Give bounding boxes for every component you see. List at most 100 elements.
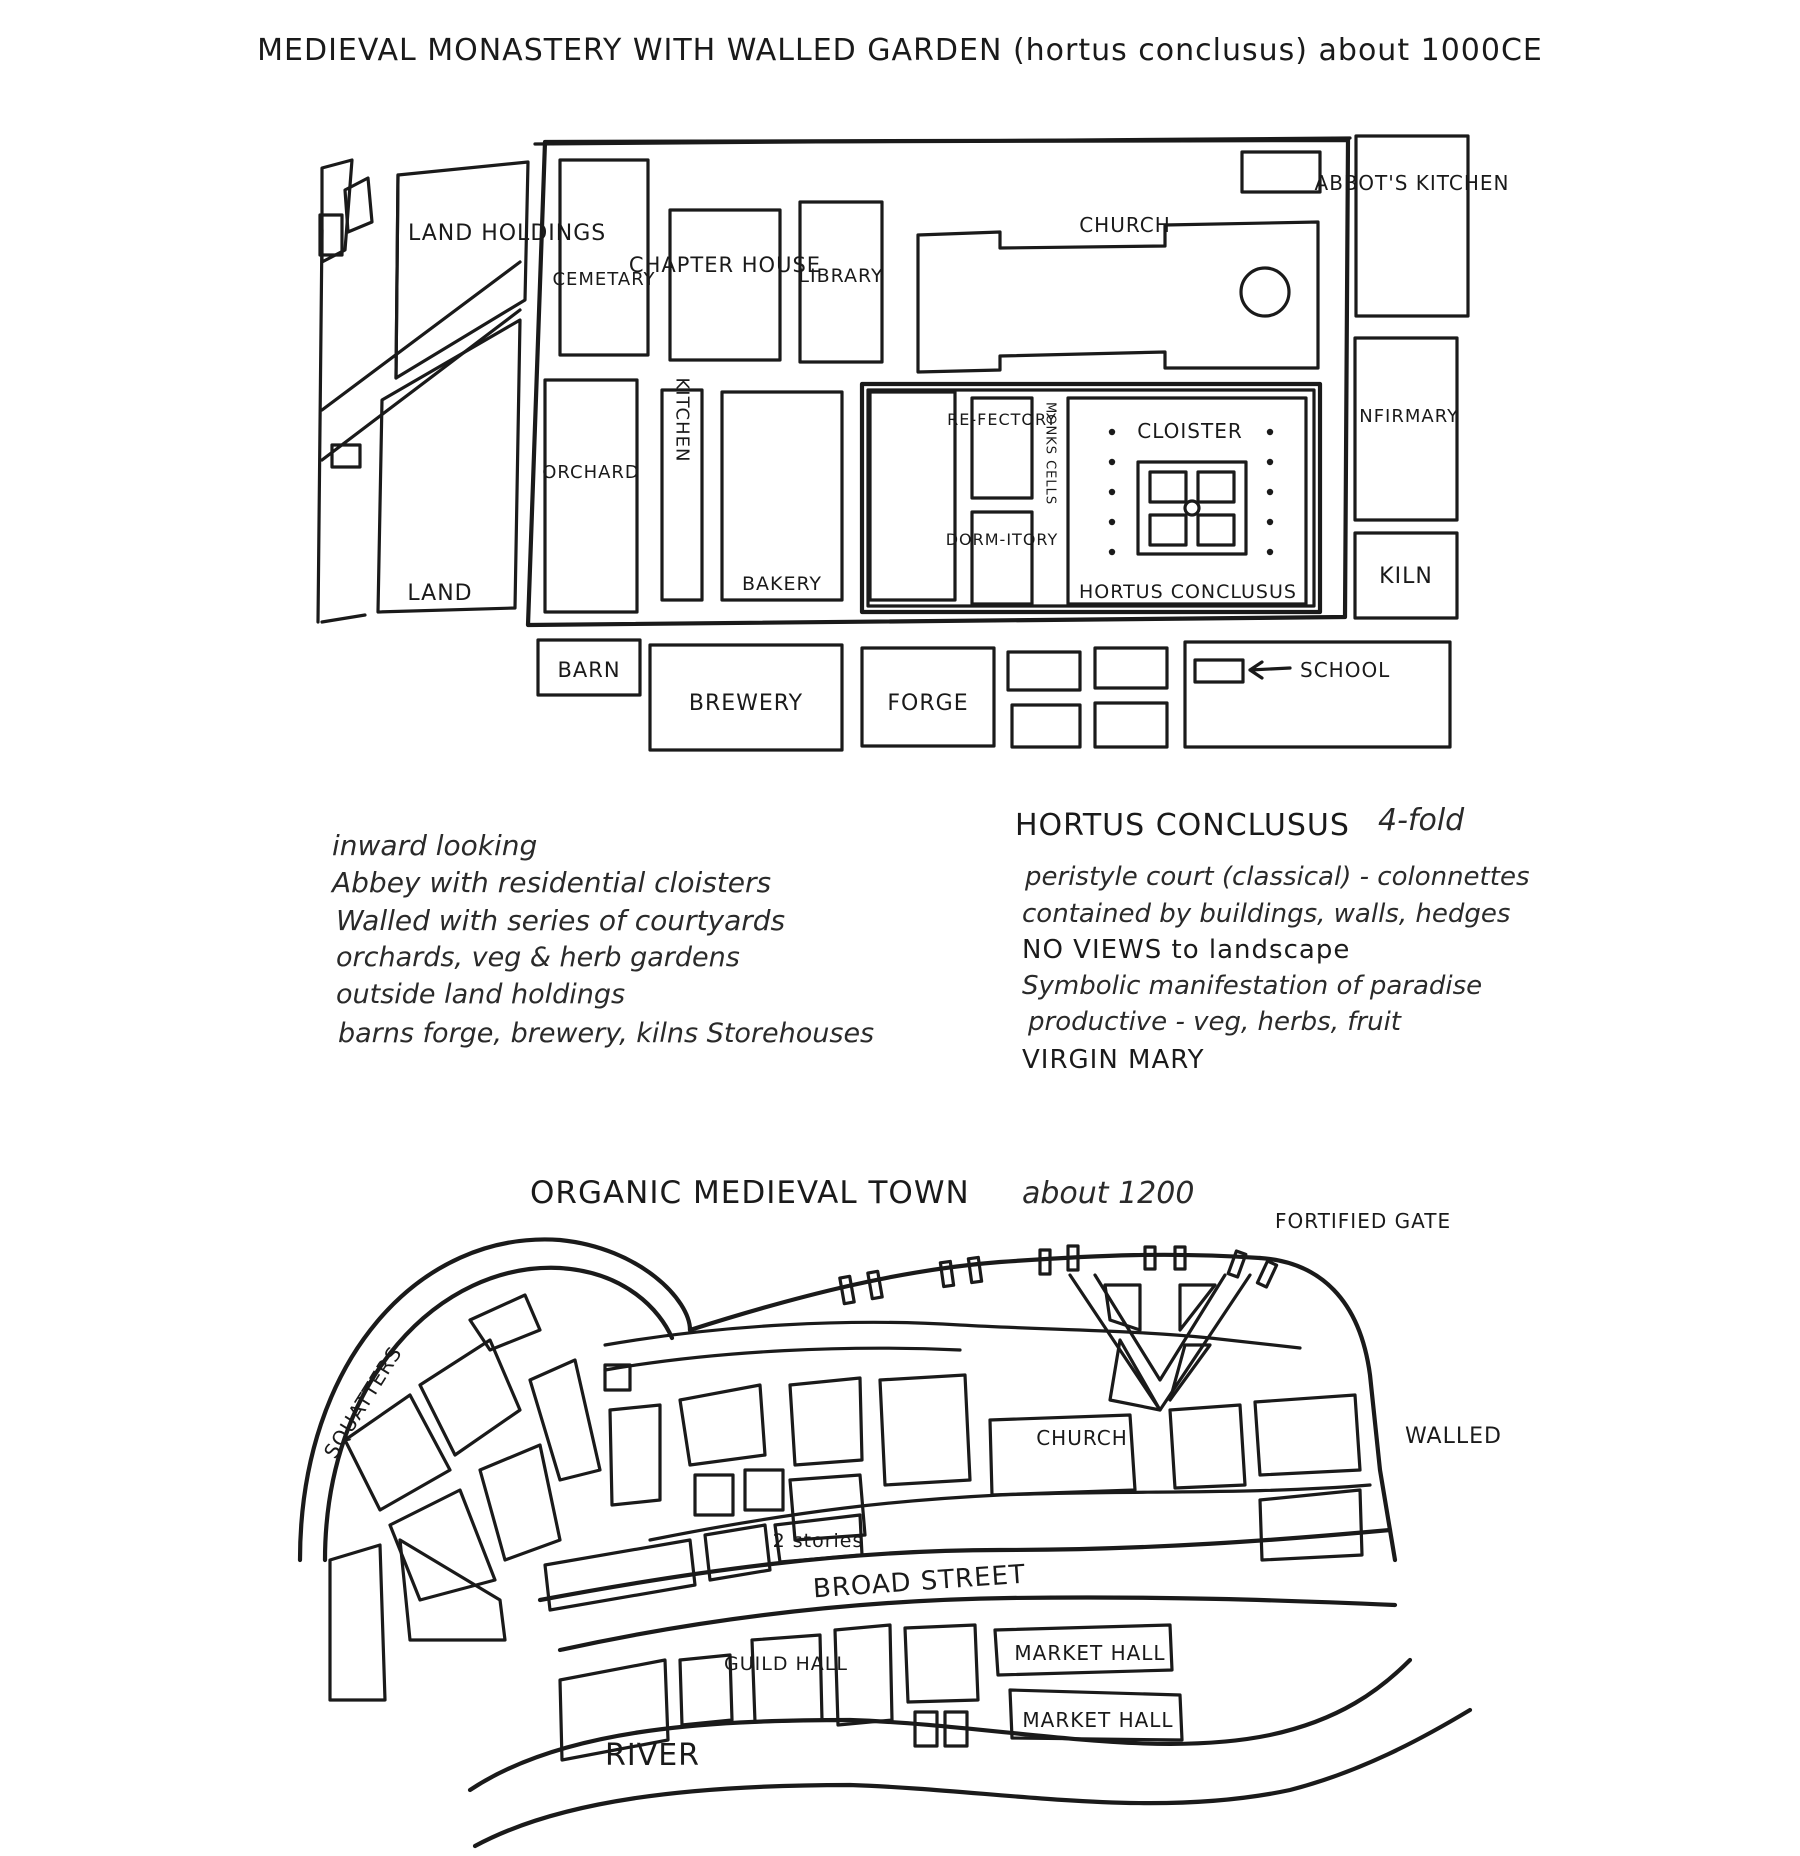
land-road-diagonal-1 bbox=[320, 260, 522, 412]
note-right-heading: HORTUS CONCLUSUS bbox=[1015, 808, 1350, 843]
town-block-b bbox=[678, 1383, 767, 1467]
broad-street-south-edge bbox=[557, 1595, 1398, 1653]
note-left-1: inward looking bbox=[332, 829, 537, 862]
note-right-3: NO VIEWS to landscape bbox=[1022, 935, 1350, 965]
note-right-heading-note: 4-fold bbox=[1378, 803, 1465, 838]
land-block bbox=[376, 318, 522, 614]
outbuilding-3 bbox=[1010, 703, 1082, 749]
note-left-2: Abbey with residential cloisters bbox=[330, 866, 771, 899]
land-boundary-left bbox=[316, 228, 324, 624]
river-south-bank bbox=[472, 1707, 1473, 1849]
squatters-block-4 bbox=[328, 1543, 387, 1702]
cloister-west-range bbox=[868, 390, 957, 602]
fortified-gate-label: FORTIFIED GATE bbox=[1275, 1209, 1451, 1233]
dormitory-label: DORM-ITORY bbox=[946, 530, 1059, 549]
squatters-block-2 bbox=[418, 1338, 522, 1457]
squatters-block-1 bbox=[343, 1393, 452, 1512]
town-wall-north bbox=[687, 1252, 1263, 1333]
notes-left: inward looking Abbey with residential cl… bbox=[330, 829, 874, 1049]
town-block-f bbox=[1253, 1393, 1362, 1477]
note-right-1: peristyle court (classical) - colonnette… bbox=[1024, 862, 1530, 892]
two-stories-block bbox=[773, 1513, 864, 1564]
orchard-label: ORCHARD bbox=[542, 462, 640, 483]
cemetary-label: CEMETARY bbox=[552, 269, 655, 290]
town-block-a bbox=[608, 1403, 662, 1507]
kitchen-label: KITCHEN bbox=[672, 378, 693, 463]
kiln-building bbox=[1353, 531, 1459, 620]
land-holdings-label: LAND HOLDINGS bbox=[408, 221, 606, 246]
infirmary-label: INFIRMARY bbox=[1353, 406, 1459, 427]
town-title: ORGANIC MEDIEVAL TOWN bbox=[530, 1175, 970, 1211]
abbots-kitchen-label: ABBOT'S KITCHEN bbox=[1315, 171, 1510, 195]
town-wall-west-arc bbox=[297, 1237, 693, 1563]
market-hall-2-label: MARKET HALL bbox=[1022, 1708, 1173, 1732]
cloister-enclosure-wall bbox=[859, 381, 1323, 615]
dormitory-building bbox=[970, 510, 1034, 606]
town-church-block bbox=[988, 1413, 1137, 1497]
note-left-5: outside land holdings bbox=[336, 979, 625, 1010]
town-wall-east-arc bbox=[1257, 1255, 1398, 1563]
kiln-label: KILN bbox=[1379, 564, 1433, 589]
barn-building bbox=[536, 638, 642, 697]
bakery-label: BAKERY bbox=[742, 573, 822, 595]
cloister-court bbox=[1066, 396, 1308, 606]
river-label: RIVER bbox=[605, 1738, 700, 1773]
note-left-4: orchards, veg & herb gardens bbox=[336, 942, 740, 973]
town-block-c bbox=[788, 1376, 864, 1467]
note-right-5: productive - veg, herbs, fruit bbox=[1027, 1007, 1402, 1037]
church-round-apse bbox=[1239, 266, 1291, 318]
school-label: SCHOOL bbox=[1300, 658, 1390, 682]
cemetary-building bbox=[558, 158, 650, 357]
chapter-house-label: CHAPTER HOUSE bbox=[629, 253, 821, 277]
guild-hall-block bbox=[750, 1633, 824, 1724]
town-block-d bbox=[878, 1373, 972, 1487]
guild-hall-label: GUILD HALL bbox=[724, 1653, 848, 1675]
abbots-kitchen-building bbox=[1354, 134, 1470, 318]
hortus-conclusus-label: HORTUS CONCLUSUS bbox=[1079, 581, 1297, 603]
south-block-1 bbox=[558, 1658, 670, 1762]
brewery-building bbox=[648, 643, 844, 752]
gate-block-1 bbox=[1103, 1283, 1142, 1332]
church-building bbox=[916, 220, 1320, 374]
outbuilding-1 bbox=[1006, 650, 1082, 692]
note-left-3: Walled with series of courtyards bbox=[336, 904, 785, 937]
market-hall-2-block bbox=[1008, 1688, 1184, 1742]
broad-street-row-1 bbox=[543, 1538, 697, 1612]
broad-street-north-edge bbox=[537, 1527, 1393, 1603]
two-stories-label: 2 stories bbox=[773, 1530, 864, 1552]
note-right-6: VIRGIN MARY bbox=[1022, 1045, 1205, 1075]
monastery-title: MEDIEVAL MONASTERY WITH WALLED GARDEN (h… bbox=[257, 33, 1543, 68]
school-arrow bbox=[1248, 660, 1292, 680]
four-fold-garden bbox=[1136, 460, 1248, 556]
school-building bbox=[1183, 640, 1452, 749]
inner-street-north bbox=[603, 1320, 1302, 1350]
library-building bbox=[798, 200, 884, 364]
land-parcel-small-2 bbox=[318, 213, 344, 257]
river-north-bank bbox=[467, 1657, 1413, 1793]
cloister-label: CLOISTER bbox=[1137, 419, 1242, 443]
barn-label: BARN bbox=[557, 658, 620, 682]
forge-building bbox=[860, 646, 996, 748]
outbuilding-2 bbox=[1093, 646, 1169, 690]
kitchen-building bbox=[660, 388, 704, 602]
orchard-plot bbox=[543, 378, 639, 614]
refectory-label: RE-FECTORY bbox=[947, 410, 1057, 429]
town-title-note: about 1200 bbox=[1022, 1176, 1194, 1211]
forge-label: FORGE bbox=[887, 691, 968, 716]
library-label: LIBRARY bbox=[798, 265, 883, 287]
land-parcel-small-4 bbox=[330, 443, 362, 469]
land-road-diagonal-2 bbox=[320, 308, 522, 462]
church-annex-small bbox=[1240, 150, 1322, 194]
gate-radial-streets bbox=[1068, 1273, 1252, 1412]
land-parcel-small-3 bbox=[343, 176, 374, 234]
outbuilding-4 bbox=[1093, 701, 1169, 749]
squatters-block-3 bbox=[388, 1488, 497, 1602]
note-left-6: barns forge, brewery, kilns Storehouses bbox=[338, 1018, 874, 1049]
wall-towers bbox=[838, 1244, 1279, 1306]
gate-block-2 bbox=[1178, 1283, 1217, 1332]
note-right-2: contained by buildings, walls, hedges bbox=[1022, 899, 1510, 929]
